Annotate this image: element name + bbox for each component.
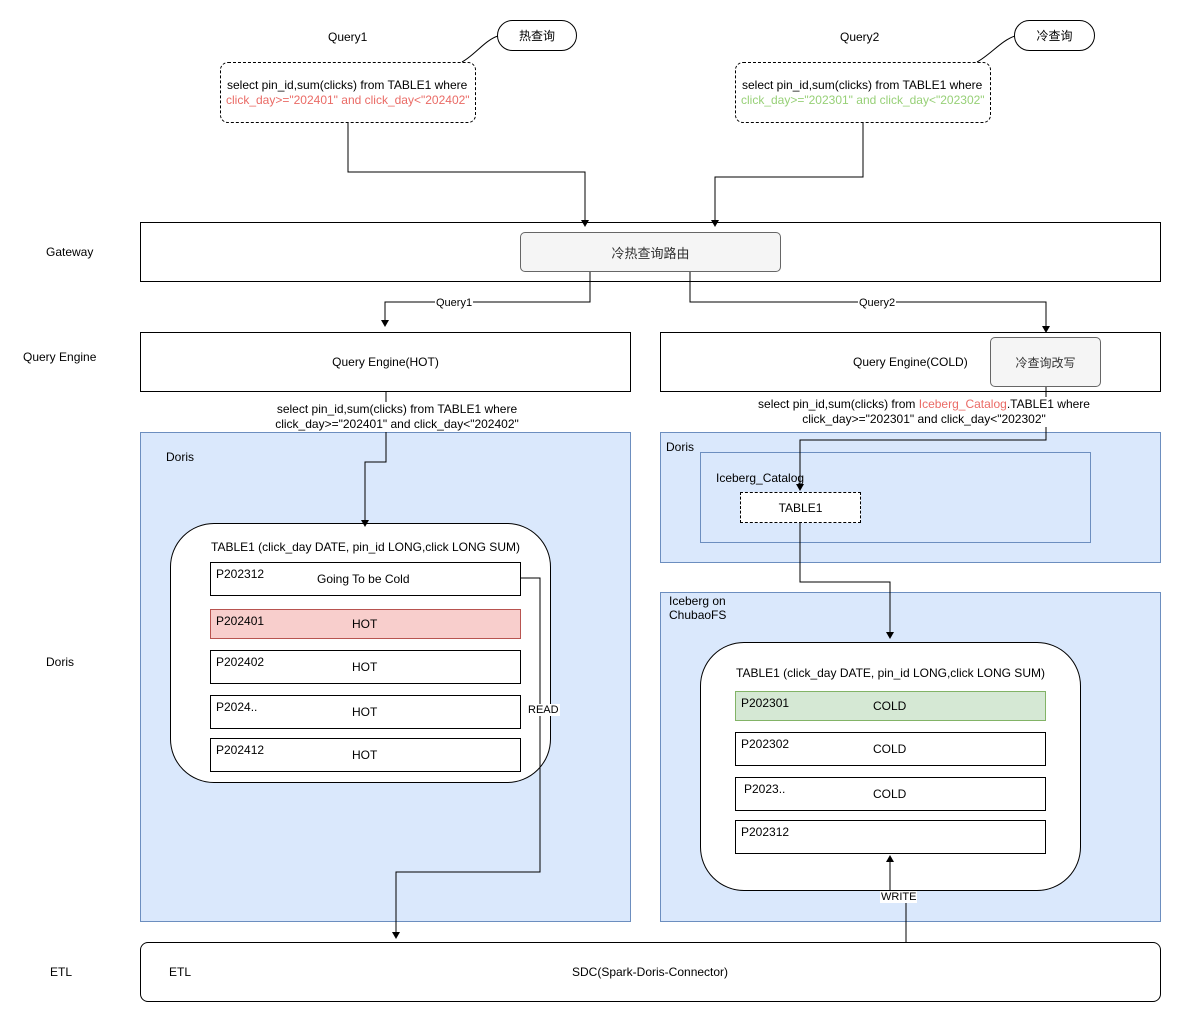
partition-id: P202402 [216,655,265,669]
query2-callout-line [976,35,1016,63]
cold-partition-row: P202301 COLD [735,691,1046,721]
read-edge [392,577,541,939]
cold-engine-sql-line2: click_day>="202301" and click_day<"20230… [802,412,1046,426]
lane-label-etl: ETL [50,965,73,979]
lane-label-gateway: Gateway [46,245,94,259]
cold-partition-row: P202302 COLD [735,732,1046,766]
query2-title: Query2 [840,30,880,44]
lane-label-doris: Doris [46,655,75,669]
cold-query-rewrite: 冷查询改写 [990,337,1101,387]
query1-callout-line [461,35,499,63]
hot-engine-sql-line1: select pin_id,sum(clicks) from TABLE1 wh… [276,402,518,416]
catalog-table1-node: TABLE1 [740,492,861,523]
edge-label-write: WRITE [880,891,918,903]
partition-id: P202301 [741,696,790,710]
partition-id: P202312 [216,567,265,581]
partition-id: P2023.. [744,782,786,796]
query1-sql-line1: select pin_id,sum(clicks) from TABLE1 wh… [227,78,468,92]
cold-query-tag: 冷查询 [1014,20,1095,51]
partition-status: COLD [873,742,907,756]
hot-cold-router: 冷热查询路由 [520,232,781,272]
etl-box: ETL SDC(Spark-Doris-Connector) [140,942,1161,1002]
hot-table-title: TABLE1 (click_day DATE, pin_id LONG,clic… [211,540,520,554]
partition-status: COLD [873,787,907,801]
hot-engine-sql: select pin_id,sum(clicks) from TABLE1 wh… [266,402,528,432]
partition-status: HOT [352,660,378,674]
query2-sql-line1: select pin_id,sum(clicks) from TABLE1 wh… [742,78,983,92]
iceberg-catalog-container: Iceberg_Catalog [700,452,1091,543]
hot-partition-row: P202402 HOT [210,650,521,684]
partition-status: HOT [352,705,378,719]
partition-status: HOT [352,748,378,762]
doris-cold-label: Doris [666,440,695,454]
cold-engine-sql: select pin_id,sum(clicks) from Iceberg_C… [748,397,1100,427]
hot-query-tag: 热查询 [497,20,577,51]
query1-sql-box: select pin_id,sum(clicks) from TABLE1 wh… [220,62,476,123]
partition-status: Going To be Cold [317,572,410,586]
rewrite-label: 冷查询改写 [1015,355,1076,370]
iceberg-catalog-label: Iceberg_Catalog [716,471,805,485]
partition-id: P202401 [216,614,265,628]
catalog-table1-label: TABLE1 [778,500,823,515]
cold-query-tag-label: 冷查询 [1036,29,1073,43]
partition-status: COLD [873,699,907,713]
edge-label-query2: Query2 [858,297,897,309]
query1-title: Query1 [328,30,368,44]
query-engine-hot: Query Engine(HOT) [140,332,631,392]
lane-label-query-engine: Query Engine [23,350,97,364]
query2-to-router-edge [711,123,864,227]
hot-query-tag-label: 热查询 [518,29,555,43]
query-engine-cold-label: Query Engine(COLD) [853,355,968,369]
etl-connector-label: SDC(Spark-Doris-Connector) [572,965,729,979]
iceberg-label: Iceberg on ChubaoFS [669,594,727,622]
hot-engine-sql-line2: click_day>="202401" and click_day<"20240… [275,417,519,431]
edge-label-query1: Query1 [435,297,474,309]
iceberg-catalog-highlight: Iceberg_Catalog [918,397,1007,411]
router-to-hot-engine-edge [381,272,591,327]
query2-sql-box: select pin_id,sum(clicks) from TABLE1 wh… [735,62,991,123]
hot-partition-row: P2024.. HOT [210,695,521,729]
query1-sql-line2: click_day>="202401" and click_day<"20240… [226,93,470,107]
partition-id: P202312 [741,825,790,839]
cold-partition-row: P2023.. COLD [735,777,1046,811]
hot-partition-row: P202412 HOT [210,738,521,772]
query1-to-router-edge [347,123,589,227]
edge-label-read: READ [527,704,560,716]
query-engine-hot-label: Query Engine(HOT) [332,355,439,369]
hot-partition-row: P202312 Going To be Cold [210,562,521,596]
partition-id: P2024.. [216,700,258,714]
partition-id: P202412 [216,743,265,757]
cold-partition-row: P202312 [735,820,1046,854]
hot-partition-row: P202401 HOT [210,609,521,639]
router-label: 冷热查询路由 [611,245,690,261]
etl-label: ETL [169,965,192,979]
cold-table-title: TABLE1 (click_day DATE, pin_id LONG,clic… [736,666,1045,680]
query2-sql-line2: click_day>="202301" and click_day<"20230… [741,93,985,107]
cold-engine-sql-line1: select pin_id,sum(clicks) from Iceberg_C… [758,397,1090,411]
catalog-to-iceberg-edge [799,523,894,639]
partition-status: HOT [352,617,378,631]
partition-id: P202302 [741,737,790,751]
doris-hot-label: Doris [166,450,195,464]
